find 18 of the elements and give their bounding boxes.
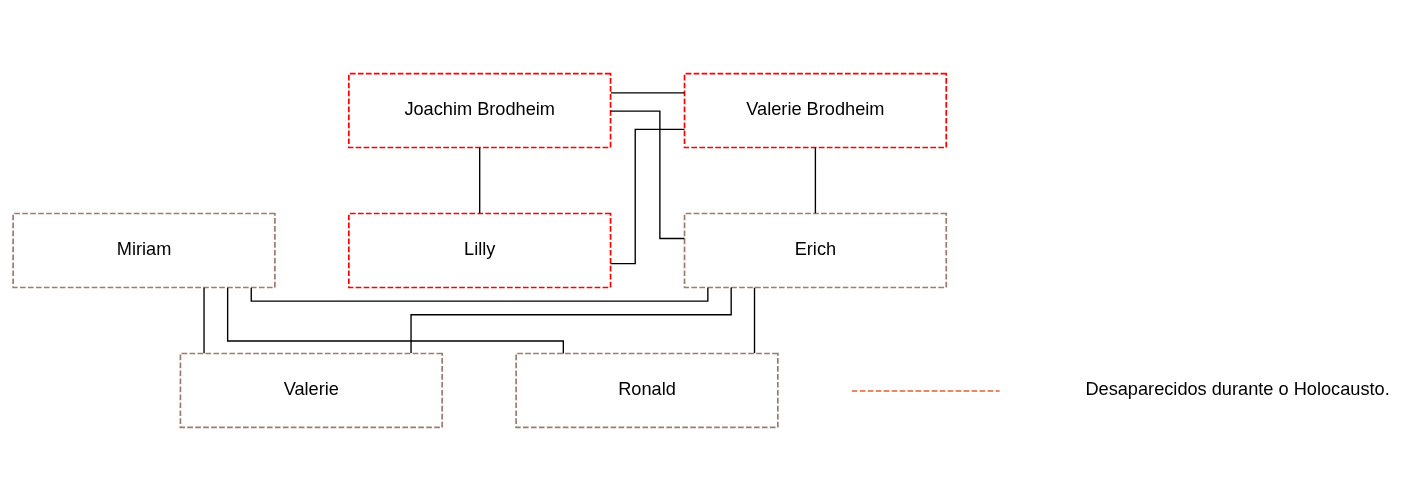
connector — [250, 286, 709, 302]
connector — [610, 91, 685, 94]
node-box: Valerie Brodheim — [683, 72, 948, 148]
node-box: Miriam — [12, 212, 276, 288]
connector — [814, 146, 817, 214]
connector — [479, 146, 481, 214]
node-box: Ronald — [515, 352, 779, 428]
connector — [226, 286, 565, 354]
node-box: Lilly — [348, 212, 612, 288]
connector — [203, 286, 205, 354]
connector — [609, 128, 686, 264]
connector — [410, 286, 732, 354]
legend-label: Desaparecidos durante o Holocausto. — [1085, 378, 1390, 399]
node-box: Valerie — [179, 352, 443, 428]
connector — [609, 109, 686, 239]
connector — [753, 286, 756, 354]
node-box: Joachim Brodheim — [348, 72, 612, 148]
node-box: Erich — [683, 212, 948, 288]
